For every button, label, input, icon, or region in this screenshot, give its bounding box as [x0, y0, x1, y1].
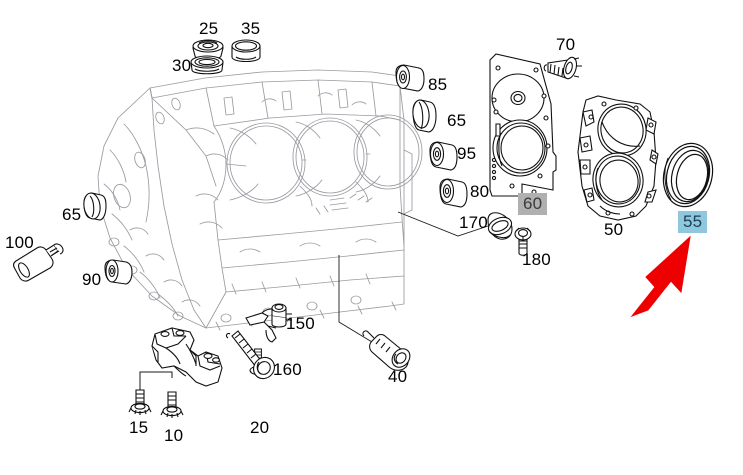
- callout-170: 170: [459, 213, 488, 232]
- part-180-bolt: [514, 227, 532, 256]
- part-35-ring: [231, 39, 261, 63]
- part-55-crankshaft-oil-seal: [662, 142, 714, 208]
- part-150-cable-clip: [245, 303, 292, 343]
- callout-85: 85: [428, 75, 448, 94]
- callout-150: 150: [286, 314, 315, 333]
- callout-65-right: 65: [447, 111, 467, 130]
- part-170-seal-ring: [487, 212, 513, 240]
- part-100-oil-pressure-switch: [13, 243, 64, 282]
- part-65-left-bushing: [83, 192, 107, 221]
- part-90-plug: [104, 259, 133, 285]
- callout-90: 90: [82, 270, 102, 289]
- part-85-dowel-sleeve: [395, 64, 425, 92]
- red-arrow: [630, 235, 691, 318]
- callout-10: 10: [164, 426, 184, 445]
- callout-65-left: 65: [62, 205, 82, 224]
- callout-60-highlighted[interactable]: 60: [518, 193, 548, 215]
- part-bracket: [151, 327, 223, 387]
- callout-50: 50: [604, 220, 624, 239]
- callout-20: 20: [250, 418, 270, 437]
- leader-line-part-40: [338, 255, 373, 343]
- part-10-bolt-short: [160, 391, 184, 418]
- part-15-bolt-long: [128, 389, 152, 415]
- engine-block-illustration: [97, 69, 423, 331]
- part-80-dowel-pin: [439, 178, 468, 208]
- part-30-plug-ring: [190, 55, 224, 75]
- callout-40: 40: [388, 367, 408, 386]
- part-60-front-cover-plate: [489, 53, 557, 197]
- part-95-threaded-plug: [429, 141, 458, 171]
- leader-line-part-170: [397, 211, 489, 237]
- part-65-right-bushing: [412, 99, 437, 133]
- callout-100: 100: [5, 233, 34, 252]
- callout-95: 95: [457, 144, 477, 163]
- callout-70: 70: [556, 35, 576, 54]
- callout-55-selected[interactable]: 55: [678, 211, 708, 233]
- leader-line-bracket-bolts: [139, 371, 173, 390]
- callout-15: 15: [129, 418, 149, 437]
- part-25-sealing-cap: [192, 39, 224, 60]
- part-50-rear-seal-housing: [577, 95, 659, 221]
- callout-160: 160: [273, 360, 302, 379]
- callout-180: 180: [522, 250, 551, 269]
- part-20-bolt-hex: [225, 330, 275, 380]
- callout-30: 30: [172, 56, 192, 75]
- callout-25: 25: [199, 19, 219, 38]
- callout-80: 80: [470, 182, 490, 201]
- part-70-bolt: [543, 56, 582, 80]
- callout-35: 35: [241, 19, 261, 38]
- part-40-knock-sensor: [362, 330, 411, 371]
